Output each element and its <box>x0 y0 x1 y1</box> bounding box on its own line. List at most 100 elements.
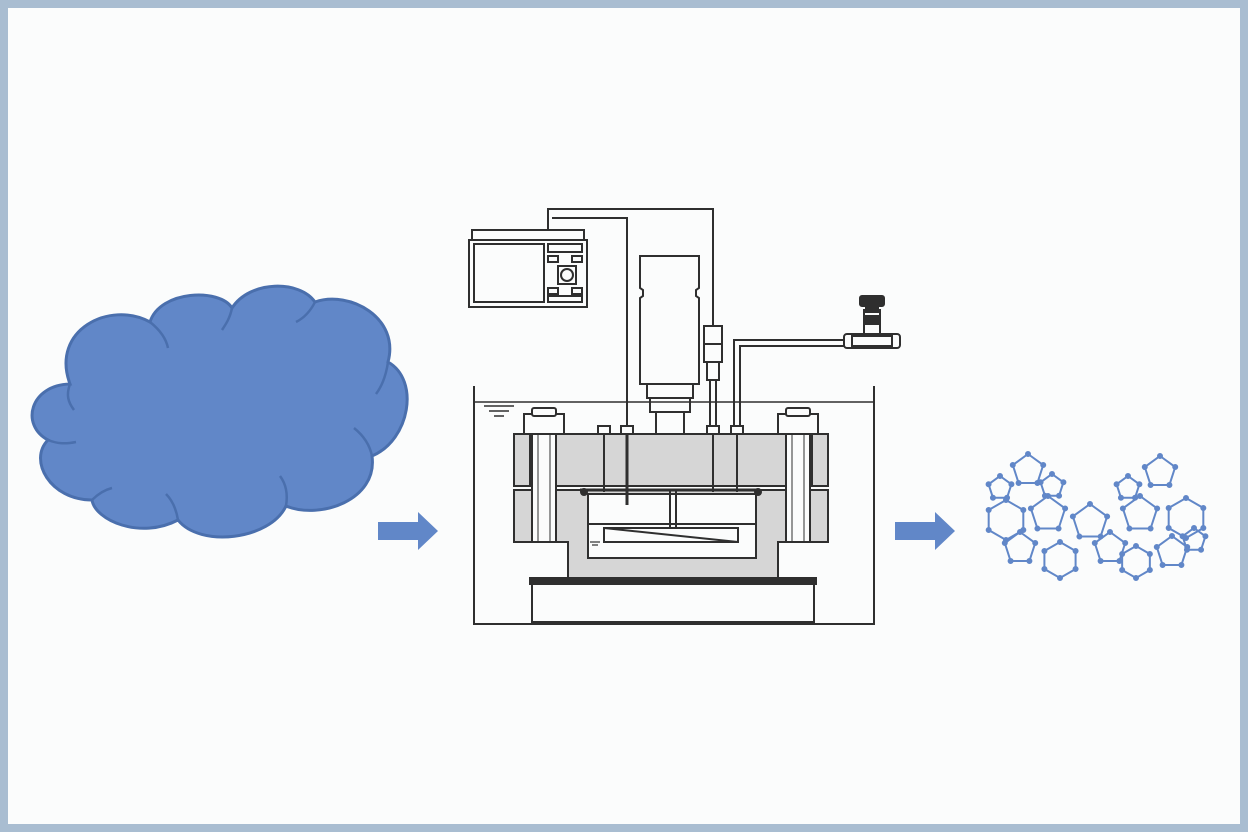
cage-atom <box>985 507 992 513</box>
cage-atom <box>1056 492 1063 499</box>
cage-atom <box>1032 540 1039 547</box>
cage-atom <box>1166 481 1173 488</box>
cage-atom <box>1020 507 1027 513</box>
cage-atom <box>1069 513 1076 520</box>
bolt-right <box>777 407 819 543</box>
cage-atom <box>1119 505 1126 512</box>
cage-atom <box>1147 525 1154 532</box>
bolt-left <box>523 407 565 543</box>
cage-ring <box>1071 502 1109 538</box>
cage-atom <box>1146 551 1153 557</box>
cage-ring <box>1155 534 1189 566</box>
cage-atom <box>1133 543 1139 549</box>
cage-atom <box>1179 533 1186 540</box>
cage-atom <box>1091 540 1098 547</box>
cage-atom <box>985 481 992 488</box>
cage-atom <box>1165 505 1172 511</box>
cage-atom <box>1157 453 1163 459</box>
pressure-sensor <box>703 325 723 432</box>
cage-atom <box>1007 557 1014 564</box>
cage-atom <box>1147 481 1154 488</box>
upper-flange <box>513 433 829 487</box>
cage-ring <box>1121 544 1151 580</box>
cage-atom <box>1041 548 1048 554</box>
cage-ring <box>1115 474 1141 499</box>
cage-atom <box>1060 479 1067 486</box>
cage-atom <box>1037 479 1044 486</box>
cage-atom <box>1183 495 1189 501</box>
controller-box <box>468 229 588 308</box>
cage-atom <box>1198 546 1205 553</box>
cage-atom <box>1165 525 1172 531</box>
cage-atom <box>1055 525 1062 532</box>
cage-atom <box>1200 505 1207 511</box>
cage-atom <box>1041 492 1048 499</box>
cage-ring <box>1011 452 1045 484</box>
cage-atom <box>1191 525 1197 531</box>
needle-valve-icon <box>843 295 901 349</box>
cage-atom <box>1178 561 1185 568</box>
clathrate-cage-icon <box>985 451 1209 581</box>
cage-ring <box>987 474 1013 499</box>
cage-atom <box>1126 525 1133 532</box>
cage-atom <box>1137 493 1143 499</box>
right-arrow-icon <box>895 512 955 550</box>
motor-housing <box>639 255 700 435</box>
cage-atom <box>1132 494 1139 501</box>
cage-atom <box>1072 548 1079 554</box>
cage-atom <box>1116 557 1123 564</box>
cage-atom <box>1125 473 1131 479</box>
cage-atom <box>1001 540 1008 547</box>
cage-atom <box>1025 451 1031 457</box>
cage-atom <box>1200 525 1207 531</box>
cage-ring <box>1093 530 1127 562</box>
cage-atom <box>1009 462 1016 469</box>
cage-ring <box>1043 540 1077 580</box>
cage-atom <box>1040 462 1047 469</box>
cage-ring <box>1143 454 1177 486</box>
cage-atom <box>1146 567 1153 573</box>
cage-ring <box>1003 530 1037 562</box>
cage-atom <box>1104 513 1111 520</box>
cage-atom <box>1113 481 1120 488</box>
cage-atom <box>1057 575 1063 581</box>
cage-atom <box>1119 567 1126 573</box>
cage-atom <box>997 473 1003 479</box>
reactor-apparatus <box>468 208 901 625</box>
cage-atom <box>1072 566 1079 572</box>
cage-atom <box>1008 481 1015 488</box>
cage-atom <box>1154 505 1161 512</box>
cage-atom <box>1034 525 1041 532</box>
cage-atom <box>1172 464 1179 471</box>
cage-atom <box>1004 494 1011 501</box>
water-bath <box>473 386 875 625</box>
cage-atom <box>1119 551 1126 557</box>
cage-atom <box>1057 539 1063 545</box>
cage-ring <box>1121 494 1159 530</box>
cage-atom <box>1107 529 1113 535</box>
thermocouple-port <box>597 425 744 505</box>
cage-atom <box>1141 464 1148 471</box>
cage-atom <box>1117 494 1124 501</box>
vessel-body <box>513 488 829 579</box>
cage-atom <box>1026 557 1033 564</box>
cage-atom <box>1076 533 1083 540</box>
cage-atom <box>1049 471 1055 477</box>
cage-atom <box>1153 544 1160 551</box>
cage-atom <box>1202 533 1209 540</box>
cage-ring <box>1029 494 1067 530</box>
cage-atom <box>1062 505 1069 512</box>
right-arrow-icon <box>378 512 438 550</box>
cage-atom <box>1169 533 1175 539</box>
cage-atom <box>1122 540 1129 547</box>
cage-atom <box>1027 505 1034 512</box>
cage-atom <box>1017 529 1023 535</box>
cage-atom <box>989 494 996 501</box>
cage-atom <box>1087 501 1093 507</box>
cage-atom <box>985 527 992 533</box>
cage-atom <box>1183 546 1190 553</box>
cage-atom <box>1015 479 1022 486</box>
cage-atom <box>1041 566 1048 572</box>
cage-atom <box>1159 561 1166 568</box>
